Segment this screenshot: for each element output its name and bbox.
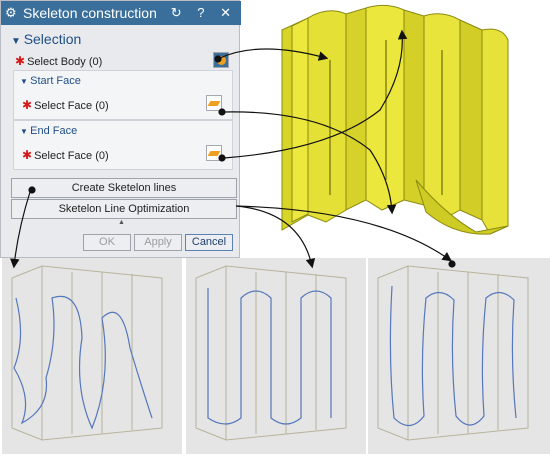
end-face-row[interactable]: ✱Select Face (0) [22,148,109,162]
select-body-row[interactable]: ✱Select Body (0) [15,54,102,68]
skeleton-line-optimization-button[interactable]: Sketelon Line Optimization [11,199,237,219]
select-body-icon[interactable] [213,52,229,68]
end-face-label: Select Face (0) [34,150,109,162]
create-skeleton-lines-button[interactable]: Create Sketelon lines [11,178,237,198]
collapse-triangle-icon: ▼ [20,77,31,86]
end-face-panel: ▼ End Face ✱Select Face (0) [13,120,233,170]
dialog-titlebar: ⚙ Skeleton construction ↻ ? ✕ [1,1,241,25]
start-face-panel: ▼ Start Face ✱Select Face (0) [13,70,233,120]
skeleton-dialog: ⚙ Skeleton construction ↻ ? ✕ ▼ Selectio… [0,0,241,258]
face-select-icon[interactable] [206,145,222,161]
yellow-model-render [246,0,550,258]
selection-header-label: Selection [23,31,82,47]
required-star-icon: ✱ [22,148,33,162]
start-face-header[interactable]: ▼ Start Face [20,75,81,87]
skeleton-result-optimized-2 [368,258,550,454]
selection-header[interactable]: ▼ Selection [11,31,81,47]
collapse-triangle-icon: ▼ [20,127,31,136]
required-star-icon: ✱ [22,98,33,112]
ok-button[interactable]: OK [83,234,131,251]
apply-button[interactable]: Apply [134,234,182,251]
required-star-icon: ✱ [15,54,26,68]
skeleton-wireframe-initial [11,265,163,441]
start-face-label: Select Face (0) [34,100,109,112]
skeleton-wireframe-optimized-2 [377,265,529,441]
skeleton-wireframe-optimized-1 [195,265,347,441]
titlebar-controls[interactable]: ↻ ? ✕ [170,5,237,20]
face-select-icon[interactable] [206,95,222,111]
skeleton-result-optimized-1 [186,258,366,454]
expand-triangle-icon[interactable]: ▲ [118,219,125,226]
gear-icon[interactable]: ⚙ [5,5,17,20]
dialog-title: Skeleton construction [23,5,157,21]
skeleton-result-initial [2,258,182,454]
end-face-header[interactable]: ▼ End Face [20,125,77,137]
end-face-header-label: End Face [30,125,78,137]
cancel-button[interactable]: Cancel [185,234,233,251]
start-face-header-label: Start Face [30,75,81,87]
collapse-triangle-icon: ▼ [11,36,24,47]
start-face-row[interactable]: ✱Select Face (0) [22,98,109,112]
select-body-label: Select Body (0) [27,56,103,68]
